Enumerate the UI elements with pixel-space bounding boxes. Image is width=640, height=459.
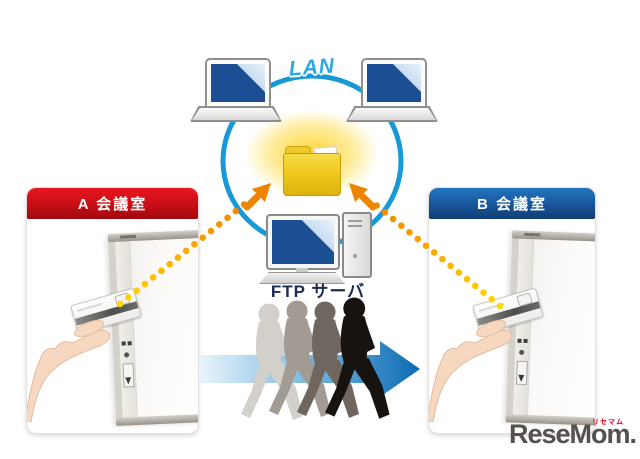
room-a-panel: A 会議室 — [26, 187, 199, 434]
resemom-logo: リセマム ReseMom. — [494, 417, 640, 457]
laptop-icon-right — [346, 58, 438, 122]
card-print-line — [76, 302, 103, 312]
ftp-server-icon — [259, 212, 372, 284]
walking-people-icon — [200, 297, 420, 420]
lan-label: LAN — [288, 54, 336, 81]
board-brand-mark — [119, 234, 137, 239]
room-b-panel: B 会議室 — [428, 187, 596, 434]
server-screen — [272, 220, 334, 264]
server-monitor — [266, 214, 340, 270]
copyboard-top-rail — [107, 230, 198, 243]
logo-furigana: リセマム — [592, 419, 624, 426]
server-stand — [296, 268, 308, 272]
laptop-screen — [367, 64, 421, 102]
card-print-line — [478, 302, 505, 312]
laptop-base — [190, 106, 282, 122]
ftp-server-label: FTP サーバ — [270, 282, 366, 301]
room-b-header: B 会議室 — [429, 188, 595, 219]
laptop-icon-left — [190, 58, 282, 122]
laptop-lid — [205, 58, 271, 108]
server-tower — [342, 212, 372, 278]
laptop-base — [346, 106, 438, 122]
laptop-lid — [361, 58, 427, 108]
shared-folder-icon — [283, 146, 341, 196]
board-brand-mark — [524, 232, 541, 237]
folder-body — [283, 153, 341, 196]
logo-text: ReseMom. — [508, 419, 637, 449]
room-a-header: A 会議室 — [27, 188, 198, 219]
laptop-screen — [211, 64, 265, 102]
